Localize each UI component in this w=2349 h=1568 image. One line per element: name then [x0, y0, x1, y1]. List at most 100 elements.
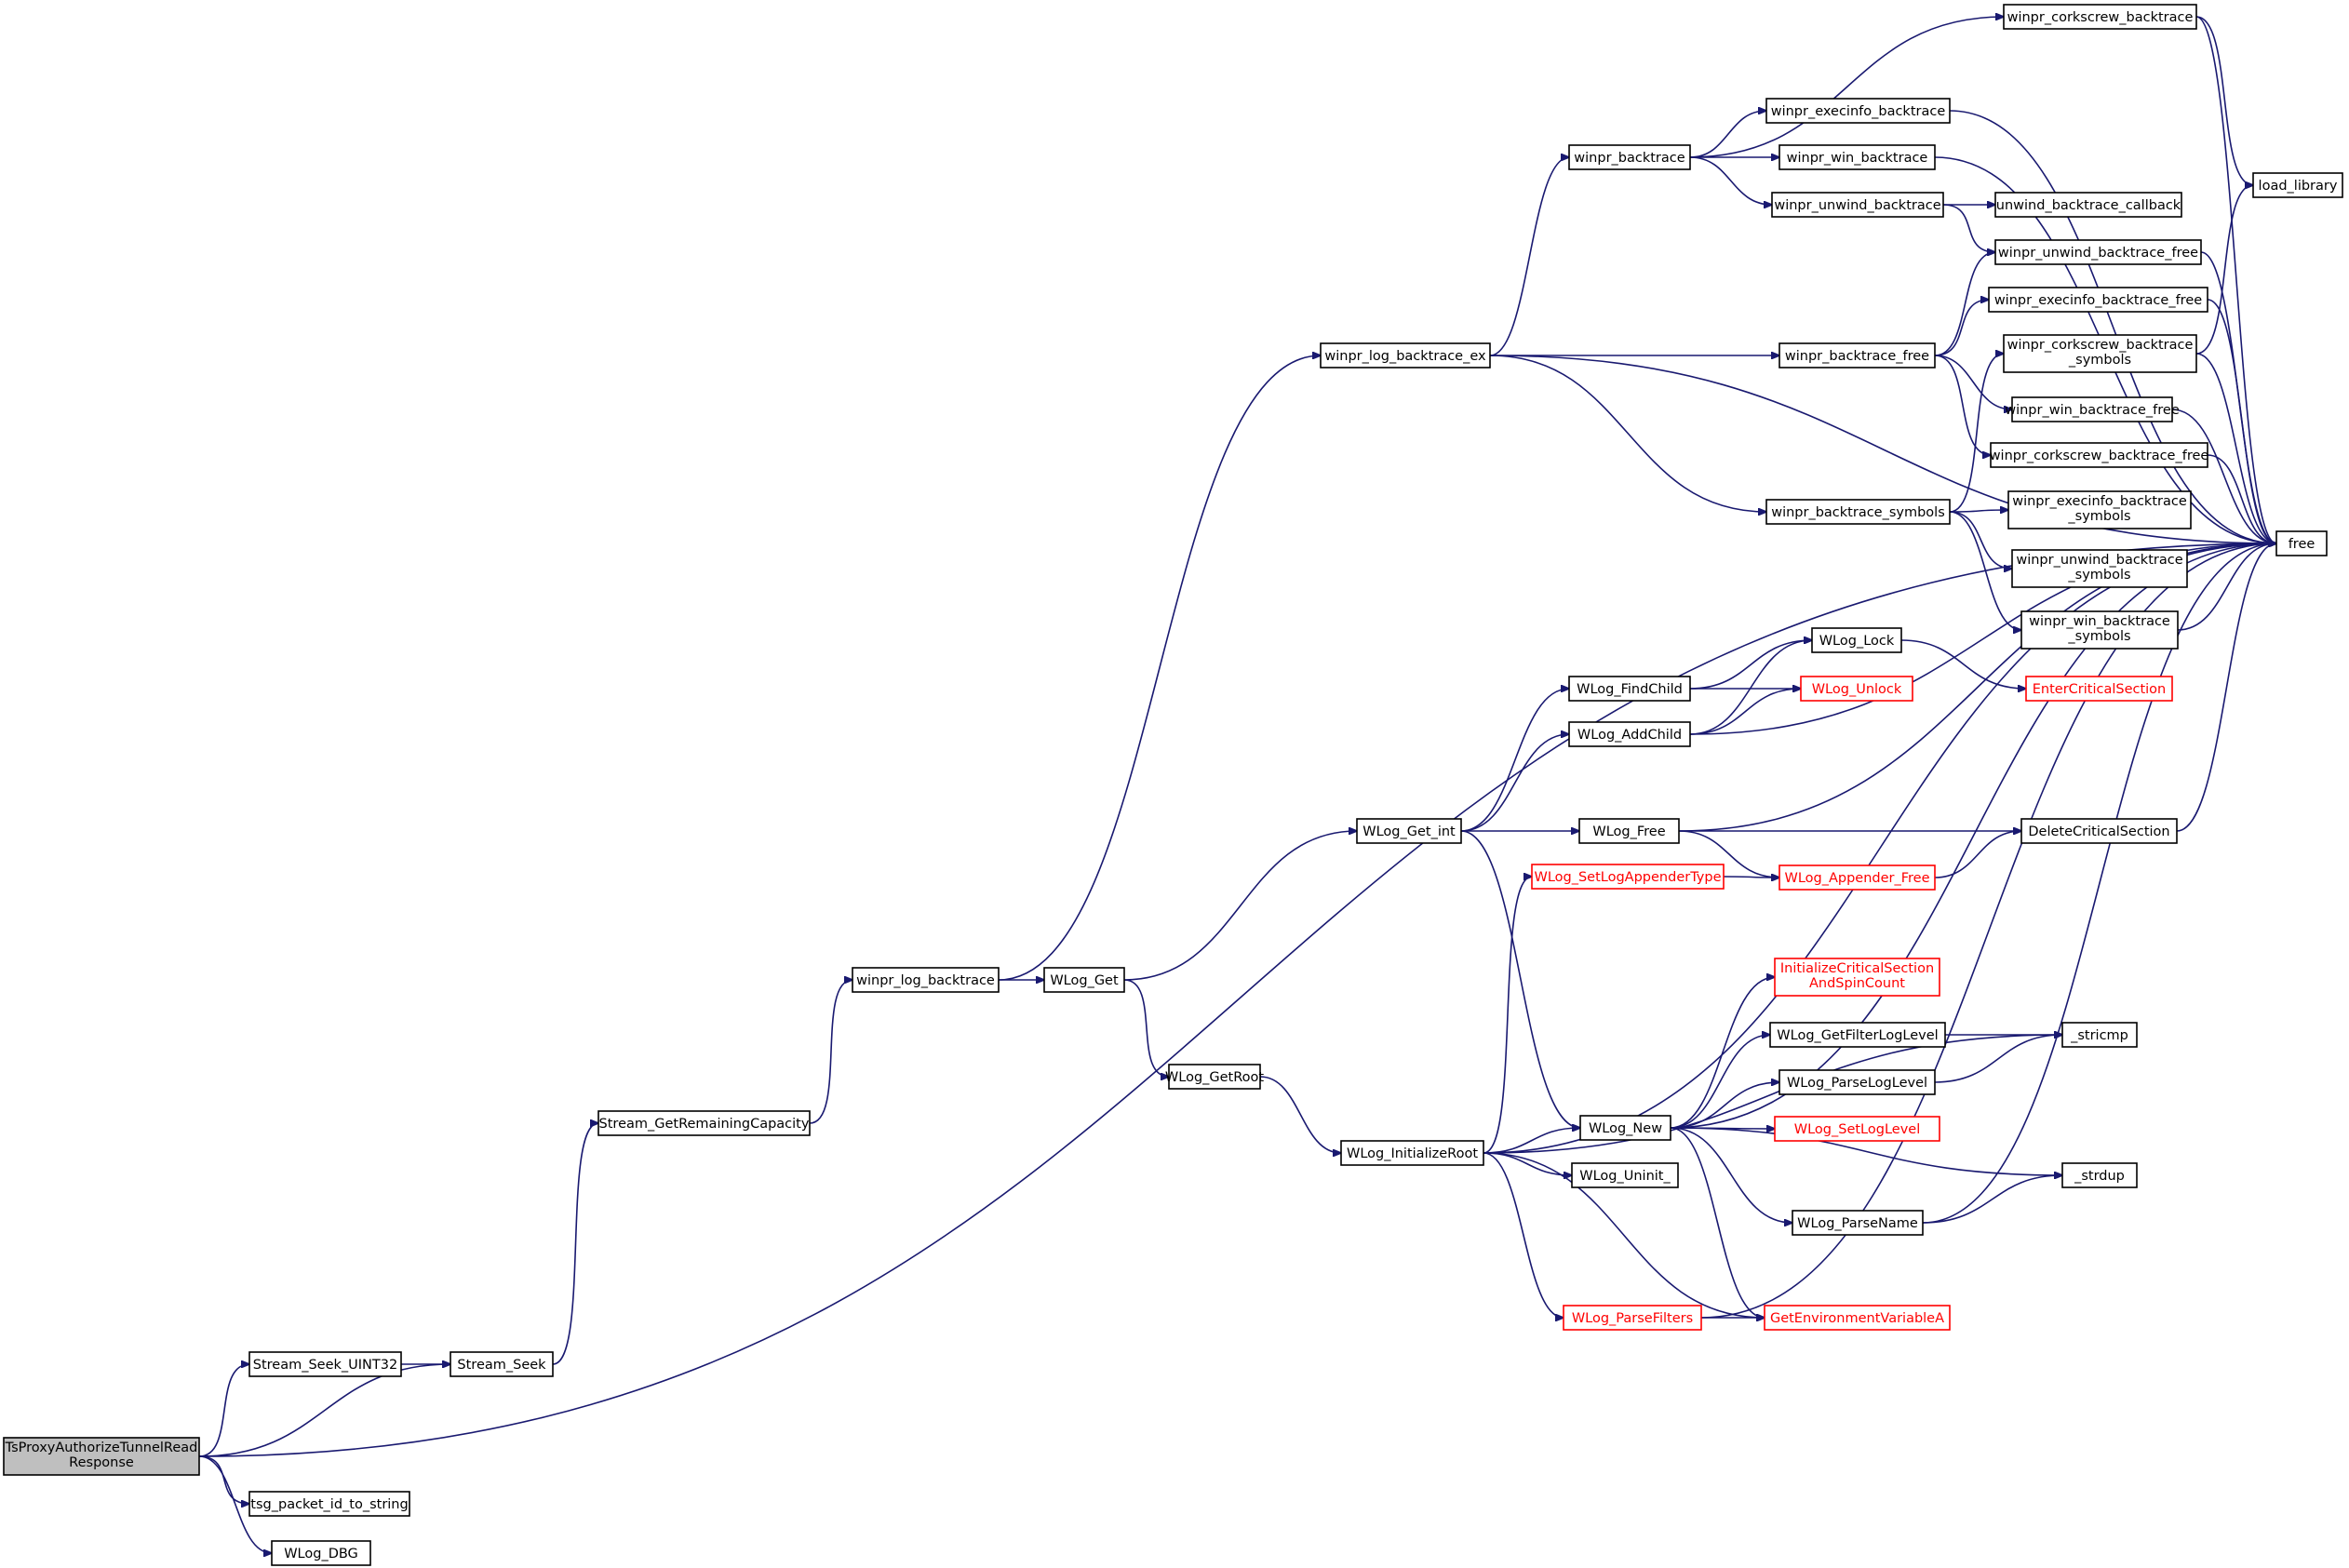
- edge-sseek-to-sgrc: [552, 1123, 598, 1365]
- node-wfind[interactable]: WLog_FindChild: [1568, 676, 1691, 702]
- node-sgrc[interactable]: Stream_GetRemainingCapacity: [597, 1110, 811, 1136]
- node-ssu32[interactable]: Stream_Seek_UINT32: [248, 1351, 402, 1377]
- node-label: WLog_ParseLogLevel: [1787, 1076, 1927, 1091]
- node-tsgp[interactable]: tsg_packet_id_to_string: [248, 1491, 410, 1517]
- node-label: GetEnvironmentVariableA: [1770, 1311, 1944, 1326]
- node-box: [1571, 1162, 1679, 1188]
- node-label: tsg_packet_id_to_string: [250, 1497, 408, 1512]
- node-box: [1774, 1116, 1940, 1142]
- edge-wbtfree-to-wcorkfree: [1934, 355, 1991, 455]
- edge-wgetint-to-wadd: [1460, 734, 1569, 832]
- node-wappfree[interactable]: WLog_Appender_Free: [1779, 864, 1936, 891]
- node-label: winpr_execinfo_backtrace: [1771, 104, 1946, 119]
- node-wfree[interactable]: WLog_Free: [1578, 818, 1680, 844]
- node-loadlib[interactable]: load_library: [2252, 172, 2343, 198]
- node-wgetint[interactable]: WLog_Get_int: [1356, 818, 1462, 844]
- node-wlget[interactable]: WLog_Get: [1043, 967, 1125, 993]
- node-label: winpr_win_backtrace: [1787, 151, 1928, 166]
- edge-delcs-to-free: [2176, 543, 2276, 832]
- edge-root-to-wdbg: [198, 1455, 272, 1553]
- node-label: winpr_backtrace_symbols: [1771, 505, 1945, 520]
- node-box: [1774, 958, 1940, 997]
- node-winit[interactable]: WLog_InitializeRoot: [1340, 1140, 1484, 1166]
- node-wcorksym[interactable]: winpr_corkscrew_backtrace_symbols: [2003, 334, 2197, 373]
- edge-winit-to-wparsefilt: [1483, 1152, 1564, 1318]
- edge-wnew-to-free: [1670, 543, 2276, 1129]
- node-label: WLog_SetLogLevel: [1794, 1122, 1920, 1137]
- node-label: winpr_corkscrew_backtrace: [2007, 338, 2194, 353]
- node-wparselvl[interactable]: WLog_ParseLogLevel: [1779, 1069, 1936, 1095]
- node-wdbg[interactable]: WLog_DBG: [271, 1540, 371, 1566]
- node-label: _strdup: [2074, 1169, 2125, 1184]
- node-label: _symbols: [2067, 568, 2130, 583]
- node-box: [2275, 530, 2328, 556]
- node-wsetapp[interactable]: WLog_SetLogAppenderType: [1531, 864, 1725, 890]
- node-box: [1994, 192, 2182, 218]
- node-box: [1568, 721, 1691, 747]
- node-box: [1340, 1140, 1484, 1166]
- node-wnew[interactable]: WLog_New: [1579, 1115, 1671, 1141]
- node-unwcb[interactable]: unwind_backtrace_callback: [1994, 192, 2182, 218]
- node-wwinfree[interactable]: winpr_win_backtrace_free: [2005, 396, 2180, 422]
- edge-wwinfree-to-free: [2171, 409, 2276, 543]
- edge-root-to-tsgp: [198, 1455, 249, 1504]
- node-delcs[interactable]: DeleteCriticalSection: [2020, 818, 2178, 844]
- node-wsetlvl[interactable]: WLog_SetLogLevel: [1774, 1116, 1940, 1142]
- node-label: InitializeCriticalSection: [1780, 961, 1934, 976]
- node-enter[interactable]: EnterCriticalSection: [2025, 676, 2173, 702]
- node-box: [1779, 1069, 1936, 1095]
- node-wadd[interactable]: WLog_AddChild: [1568, 721, 1691, 747]
- node-wcork[interactable]: winpr_corkscrew_backtrace: [2003, 4, 2197, 30]
- node-wlgroot[interactable]: WLog_GetRoot: [1165, 1064, 1264, 1090]
- node-label: WLog_DBG: [284, 1547, 358, 1561]
- node-wparsename[interactable]: WLog_ParseName: [1792, 1210, 1924, 1236]
- edge-wlbt-to-wlbtex: [998, 355, 1321, 981]
- node-label: WLog_Free: [1592, 824, 1665, 839]
- node-wunw[interactable]: winpr_unwind_backtrace: [1771, 192, 1944, 218]
- edge-wgetint-to-wnew: [1460, 830, 1580, 1128]
- node-sseek[interactable]: Stream_Seek: [450, 1351, 554, 1377]
- edge-wbtsym-to-wexecsym: [1949, 510, 2008, 512]
- node-wwin[interactable]: winpr_win_backtrace: [1779, 144, 1936, 170]
- edge-wlock-to-enter: [1900, 639, 2026, 689]
- node-wunlock[interactable]: WLog_Unlock: [1800, 676, 1913, 702]
- edge-wcork-to-loadlib: [2195, 16, 2253, 185]
- node-wlbtex[interactable]: winpr_log_backtrace_ex: [1320, 342, 1491, 369]
- node-wunwfree[interactable]: winpr_unwind_backtrace_free: [1994, 239, 2202, 265]
- node-wexecsym[interactable]: winpr_execinfo_backtrace_symbols: [2007, 490, 2192, 529]
- node-box: [2061, 1022, 2138, 1048]
- node-wexec[interactable]: winpr_execinfo_backtrace: [1765, 98, 1951, 124]
- node-label: winpr_backtrace_free: [1785, 349, 1929, 364]
- node-wunwsym[interactable]: winpr_unwind_backtrace_symbols: [2011, 549, 2188, 588]
- node-box: [2003, 4, 2197, 30]
- edge-wadd-to-wunlock: [1689, 689, 1801, 735]
- node-wbt[interactable]: winpr_backtrace: [1568, 144, 1691, 170]
- node-wlbt[interactable]: winpr_log_backtrace: [852, 967, 1000, 993]
- edge-winit-to-getenv: [1483, 1152, 1765, 1318]
- node-wuninit[interactable]: WLog_Uninit_: [1571, 1162, 1679, 1188]
- node-box: [1578, 818, 1680, 844]
- node-box: [1990, 442, 2208, 468]
- node-stricmp[interactable]: _stricmp: [2061, 1022, 2138, 1048]
- node-label: winpr_log_backtrace_ex: [1324, 349, 1486, 364]
- node-label: Stream_Seek_UINT32: [253, 1358, 397, 1373]
- node-box: [2011, 549, 2188, 588]
- node-wbtfree[interactable]: winpr_backtrace_free: [1779, 342, 1936, 369]
- node-strdup[interactable]: _strdup: [2061, 1162, 2138, 1188]
- node-wgetfilt[interactable]: WLog_GetFilterLogLevel: [1769, 1022, 1946, 1048]
- node-wexecfree[interactable]: winpr_execinfo_backtrace_free: [1988, 287, 2208, 313]
- node-label: _stricmp: [2070, 1028, 2128, 1043]
- node-wwinsym[interactable]: winpr_win_backtrace_symbols: [2020, 610, 2179, 650]
- node-wparsefilt[interactable]: WLog_ParseFilters: [1563, 1305, 1702, 1331]
- node-box: [1568, 144, 1691, 170]
- edge-wsetapp-to-wappfree: [1723, 877, 1779, 878]
- node-getenv[interactable]: GetEnvironmentVariableA: [1764, 1305, 1951, 1331]
- node-wcorkfree[interactable]: winpr_corkscrew_backtrace_free: [1990, 442, 2209, 468]
- node-label: Stream_Seek: [457, 1358, 546, 1373]
- node-wbtsym[interactable]: winpr_backtrace_symbols: [1765, 499, 1951, 525]
- edge-wnew-to-wparsename: [1670, 1127, 1792, 1223]
- node-free[interactable]: free: [2275, 530, 2328, 556]
- node-wlock[interactable]: WLog_Lock: [1811, 627, 1902, 653]
